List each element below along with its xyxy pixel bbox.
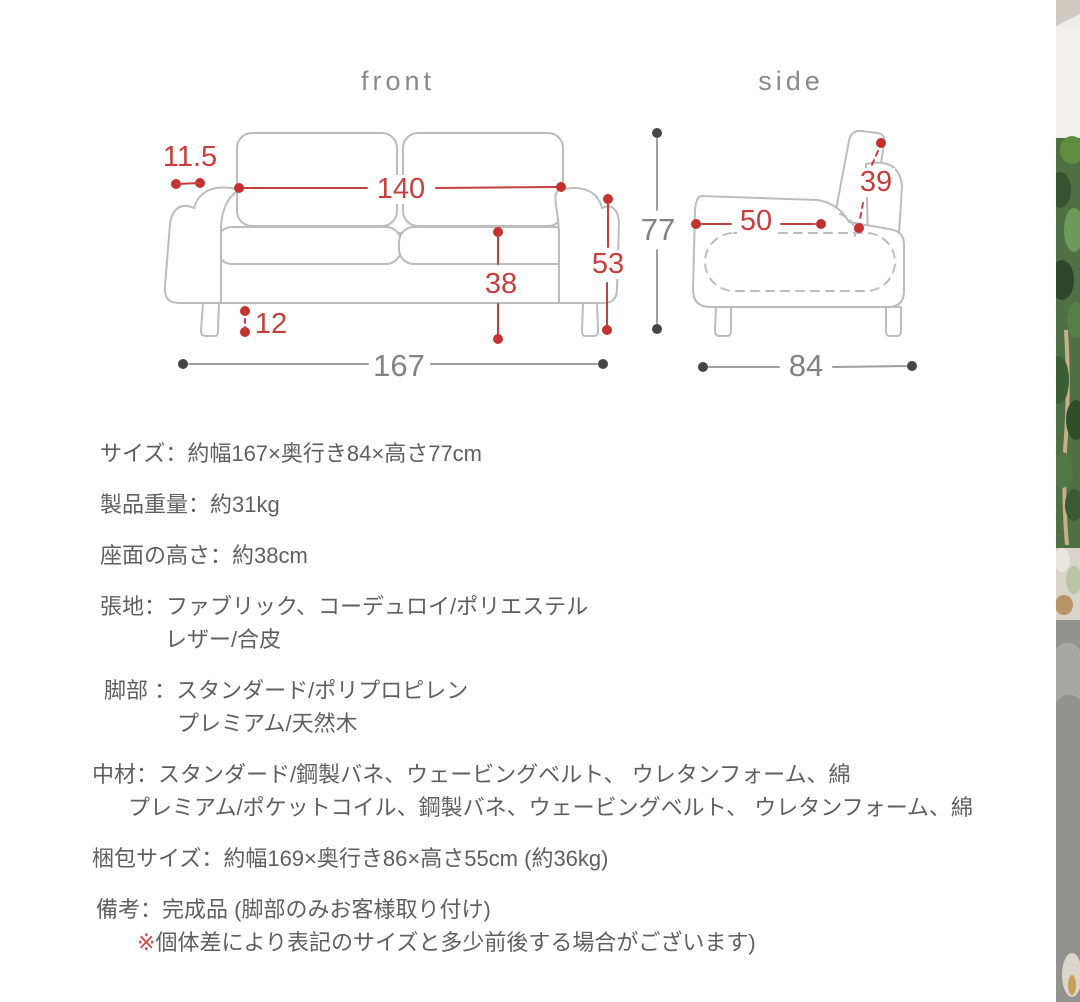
spec-size: サイズ：約幅167×奥行き84×高さ77cm xyxy=(100,441,483,466)
side-seat-depth-label: 50 xyxy=(736,207,776,236)
spec-remarks-note: ※個体差により表記のサイズと多少前後する場合がございます) xyxy=(137,930,756,955)
side-measure-lines xyxy=(698,361,917,372)
front-sofa-outline xyxy=(163,132,620,337)
front-seat-height-label: 38 xyxy=(481,270,521,299)
front-total-height-label: 77 xyxy=(637,214,679,245)
side-back-cushion-height-label: 39 xyxy=(856,168,896,197)
spec-filling-2: プレミアム/ポケットコイル、鋼製バネ、ウェービングベルト、 ウレタンフォーム、綿 xyxy=(128,795,973,820)
front-dimension-lines xyxy=(171,178,613,344)
side-view-title: side xyxy=(758,66,824,96)
sofa-line-art xyxy=(163,128,917,372)
front-measure-lines xyxy=(178,128,662,369)
front-total-width-label: 167 xyxy=(370,350,428,381)
spec-legs: 脚部 ：スタンダード/ポリプロピレン xyxy=(104,678,469,703)
front-arm-height-label: 53 xyxy=(588,250,628,279)
spec-seat-height: 座面の高さ：約38cm xyxy=(100,543,308,568)
front-seat-width-label: 140 xyxy=(373,175,429,204)
side-total-depth-label: 84 xyxy=(785,350,827,381)
side-dimension-lines xyxy=(691,138,886,233)
plant-photo-fragment xyxy=(1056,0,1080,1002)
note-asterisk-mark: ※ xyxy=(137,930,156,955)
front-arm-top-width-label: 11.5 xyxy=(159,143,221,172)
spec-filling: 中材：スタンダード/鋼製バネ、ウェービングベルト、 ウレタンフォーム、綿 xyxy=(92,762,851,787)
product-spec-list: サイズ：約幅167×奥行き84×高さ77cm 製品重量：約31kg 座面の高さ：… xyxy=(92,440,1032,956)
dimension-diagram: front side 11.5 140 38 12 53 77 167 39 5… xyxy=(0,0,1055,410)
side-sofa-hidden-lines xyxy=(704,213,896,292)
spec-upholstery-2: レザー/合皮 xyxy=(165,627,282,652)
front-view-title: front xyxy=(360,66,436,96)
spec-weight: 製品重量：約31kg xyxy=(100,492,280,517)
spec-remarks: 備考：完成品 (脚部のみお客様取り付け) xyxy=(96,897,491,922)
spec-legs-2: プレミアム/天然木 xyxy=(177,711,358,736)
front-leg-height-label: 12 xyxy=(251,310,291,339)
room-photo-strip xyxy=(1056,0,1080,1002)
spec-upholstery: 張地：ファブリック、コーデュロイ/ポリエステル xyxy=(100,594,589,619)
spec-package-size: 梱包サイズ：約幅169×奥行き86×高さ55cm (約36kg) xyxy=(92,846,609,871)
